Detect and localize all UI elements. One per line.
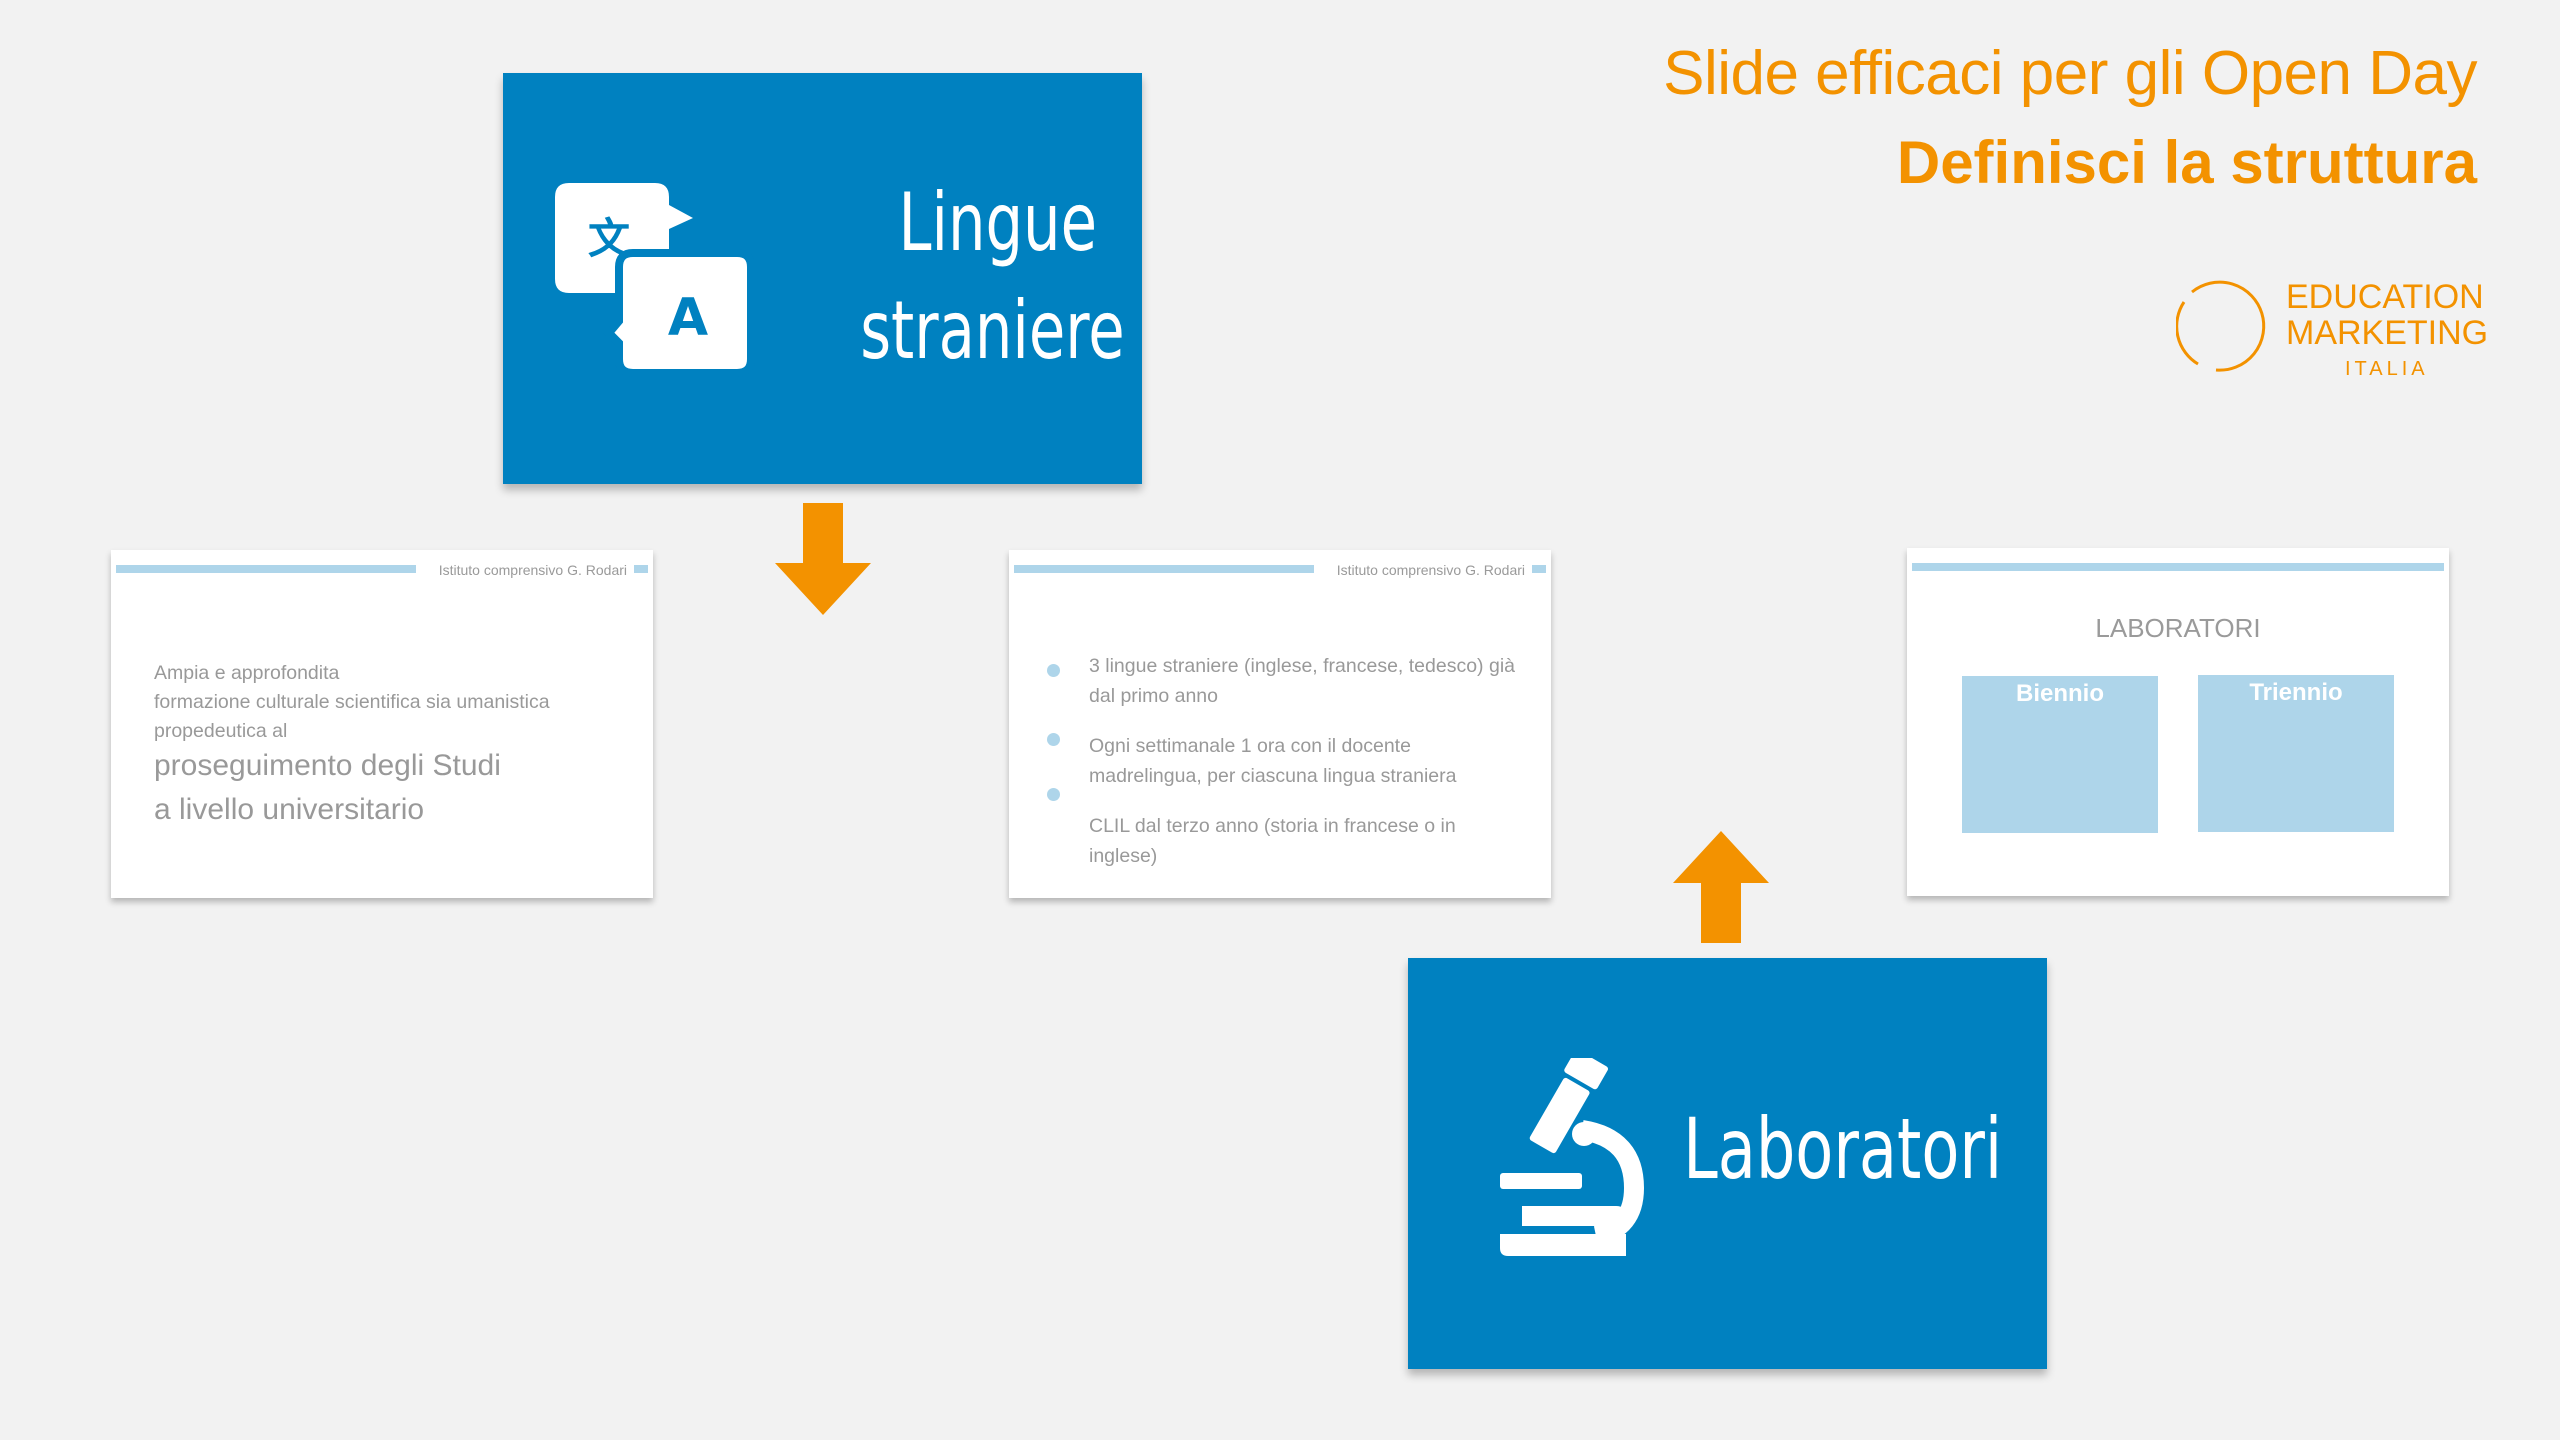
laboratori-card[interactable]: Laboratori: [1408, 958, 2047, 1369]
lingue-title-line2: straniere: [860, 284, 1125, 377]
slide1-text-line: Ampia e approfondita: [154, 662, 340, 684]
laboratori-title: Laboratori: [1682, 1100, 2002, 1198]
slide-thumbnail-3[interactable]: LABORATORI Biennio Triennio: [1907, 548, 2449, 896]
svg-text:文: 文: [588, 214, 630, 263]
bullet-dot: [1047, 733, 1060, 746]
page-subtitle: Definisci la struttura: [1896, 129, 2477, 196]
lingue-title-line1: Lingue: [898, 176, 1097, 269]
bullet-text: Ogni settimanale 1 ora con il docente ma…: [1089, 735, 1457, 787]
slide-header-marker: [634, 565, 648, 573]
slide-thumbnail-1[interactable]: Istituto comprensivo G. Rodari Ampia e a…: [111, 550, 653, 898]
biennio-box: Biennio: [1962, 676, 2158, 833]
arrow-up-icon: [1673, 831, 1769, 943]
slide-header-bar: [116, 565, 416, 573]
translate-icon: 文 A: [555, 183, 755, 377]
slide1-highlight-line: a livello universitario: [154, 793, 425, 826]
bullet-text: CLIL dal terzo anno (storia in francese …: [1089, 815, 1456, 867]
page-title: Slide efficaci per gli Open Day: [1663, 39, 2477, 108]
logo-text-marketing: MARKETING: [2286, 314, 2489, 352]
bullet-dot: [1047, 664, 1060, 677]
bullet-text: 3 lingue straniere (inglese, francese, t…: [1089, 655, 1515, 707]
slide3-title: LABORATORI: [2095, 613, 2261, 643]
svg-text:A: A: [668, 288, 708, 348]
bullet-dot: [1047, 788, 1060, 801]
logo-circle-icon: [2176, 280, 2266, 372]
lingue-straniere-card[interactable]: 文 A Lingue straniere: [503, 73, 1142, 484]
biennio-label: Biennio: [2016, 680, 2104, 707]
slide-header-bar: [1912, 563, 2444, 571]
slide1-text-line: formazione culturale scientifica sia uma…: [154, 691, 550, 713]
slide-header-marker: [1532, 565, 1546, 573]
logo-text-education: EDUCATION: [2286, 278, 2484, 316]
slide1-text-line: propedeutica al: [154, 720, 288, 742]
arrow-down-icon: [775, 503, 871, 615]
slide-header-text: Istituto comprensivo G. Rodari: [1336, 562, 1525, 578]
slide-thumbnail-2[interactable]: Istituto comprensivo G. Rodari 3 lingue …: [1009, 550, 1551, 898]
triennio-box: Triennio: [2198, 675, 2394, 832]
slide1-highlight-line: proseguimento degli Studi: [154, 749, 501, 782]
lingue-title: Lingue straniere: [860, 169, 1125, 385]
microscope-icon: [1500, 1058, 1645, 1256]
triennio-label: Triennio: [2249, 679, 2343, 706]
logo-text-italia: ITALIA: [2345, 358, 2429, 380]
slide-header-bar: [1014, 565, 1314, 573]
slide-header-text: Istituto comprensivo G. Rodari: [438, 562, 627, 578]
